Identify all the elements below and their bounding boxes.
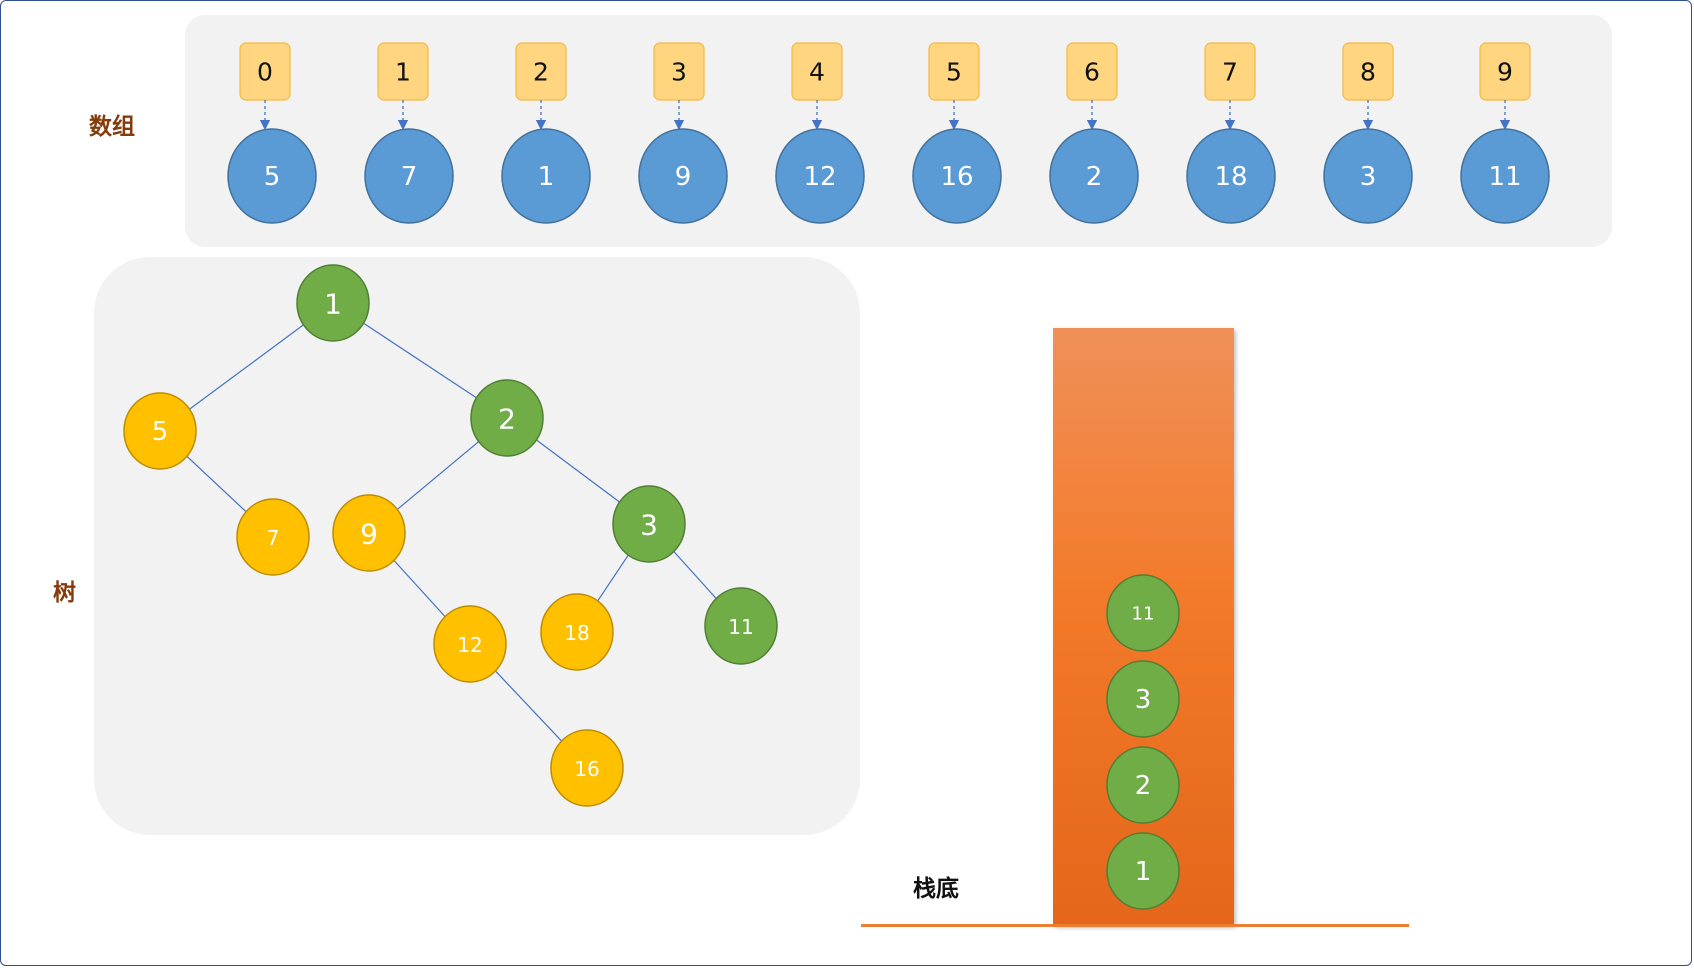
tree-node bbox=[470, 379, 544, 457]
stack-bottom-line bbox=[861, 924, 1409, 927]
stack-item-node bbox=[1106, 660, 1180, 738]
array-element-node bbox=[364, 128, 454, 224]
array-label: 数组 bbox=[89, 114, 135, 140]
tree-node bbox=[123, 392, 197, 470]
tree-node-value: 11 bbox=[728, 615, 753, 639]
tree-edges bbox=[185, 322, 718, 743]
array-element-value: 12 bbox=[803, 162, 836, 192]
tree-node-value: 12 bbox=[457, 633, 482, 657]
stack-item-value: 2 bbox=[1135, 771, 1152, 801]
array-element-value: 5 bbox=[264, 162, 281, 192]
tree-label: 树 bbox=[53, 580, 76, 606]
tree-node-value: 3 bbox=[640, 509, 658, 542]
array-index-label: 0 bbox=[257, 58, 273, 87]
array-element-node bbox=[1049, 128, 1139, 224]
tree-node bbox=[612, 485, 686, 563]
tree-node-value: 5 bbox=[152, 417, 169, 447]
array-element-node bbox=[501, 128, 591, 224]
tree-node-value: 9 bbox=[360, 518, 378, 551]
array-element-node bbox=[912, 128, 1002, 224]
array-index-label: 2 bbox=[533, 58, 549, 87]
array-element-value: 2 bbox=[1086, 162, 1103, 192]
tree-node bbox=[704, 587, 778, 665]
array-element-value: 1 bbox=[538, 162, 555, 192]
tree-nodes: 1 5 2 7 9 3 12 18 11 16 bbox=[123, 264, 778, 807]
stack-items: 1 2 3 11 bbox=[1106, 574, 1180, 910]
tree-node bbox=[296, 264, 370, 342]
tree-edge bbox=[396, 440, 480, 511]
stack-item-node bbox=[1106, 746, 1180, 824]
array-index-label: 4 bbox=[809, 58, 825, 87]
array-element-node bbox=[1460, 128, 1550, 224]
tree-edge bbox=[494, 669, 563, 743]
tree-edge bbox=[535, 439, 621, 503]
tree-node bbox=[433, 605, 507, 683]
array-index-label: 9 bbox=[1497, 58, 1513, 87]
tree-node bbox=[550, 729, 624, 807]
tree-edge bbox=[392, 559, 447, 618]
array-index-label: 7 bbox=[1222, 58, 1238, 87]
array-index-label: 6 bbox=[1084, 58, 1100, 87]
tree-edge bbox=[185, 455, 248, 513]
stack-item-node bbox=[1106, 832, 1180, 910]
tree-edge bbox=[362, 322, 478, 399]
array-element-value: 16 bbox=[940, 162, 973, 192]
tree-node bbox=[236, 498, 310, 576]
tree-node-value: 7 bbox=[267, 526, 280, 550]
array-element-value: 11 bbox=[1488, 162, 1521, 192]
tree-node-value: 2 bbox=[498, 403, 516, 436]
array-index-label: 1 bbox=[395, 58, 411, 87]
tree-edge bbox=[188, 323, 305, 411]
array-element-value: 9 bbox=[675, 162, 692, 192]
tree-panel bbox=[94, 257, 860, 835]
tree-node-value: 18 bbox=[564, 621, 589, 645]
array-element-value: 18 bbox=[1214, 162, 1247, 192]
stack-item-node bbox=[1106, 574, 1180, 652]
array-element-node bbox=[1186, 128, 1276, 224]
array-index-label: 8 bbox=[1360, 58, 1376, 87]
tree-edge bbox=[672, 550, 718, 600]
array-element-node bbox=[227, 128, 317, 224]
tree-node-value: 16 bbox=[574, 757, 599, 781]
array-index-label: 5 bbox=[946, 58, 962, 87]
array-element-node bbox=[1323, 128, 1413, 224]
array-index-label: 3 bbox=[671, 58, 687, 87]
tree-node bbox=[540, 593, 614, 671]
array-element-node bbox=[638, 128, 728, 224]
stack-bottom-label: 栈底 bbox=[913, 876, 959, 902]
stack-item-value: 3 bbox=[1135, 685, 1152, 715]
array-element-value: 7 bbox=[401, 162, 418, 192]
tree-node-value: 1 bbox=[324, 288, 342, 321]
stack-item-value: 11 bbox=[1132, 604, 1155, 625]
tree-node bbox=[332, 494, 406, 572]
array-element-value: 3 bbox=[1360, 162, 1377, 192]
array-element-node bbox=[775, 128, 865, 224]
tree-edge bbox=[596, 553, 630, 603]
stack-item-value: 1 bbox=[1135, 857, 1152, 887]
